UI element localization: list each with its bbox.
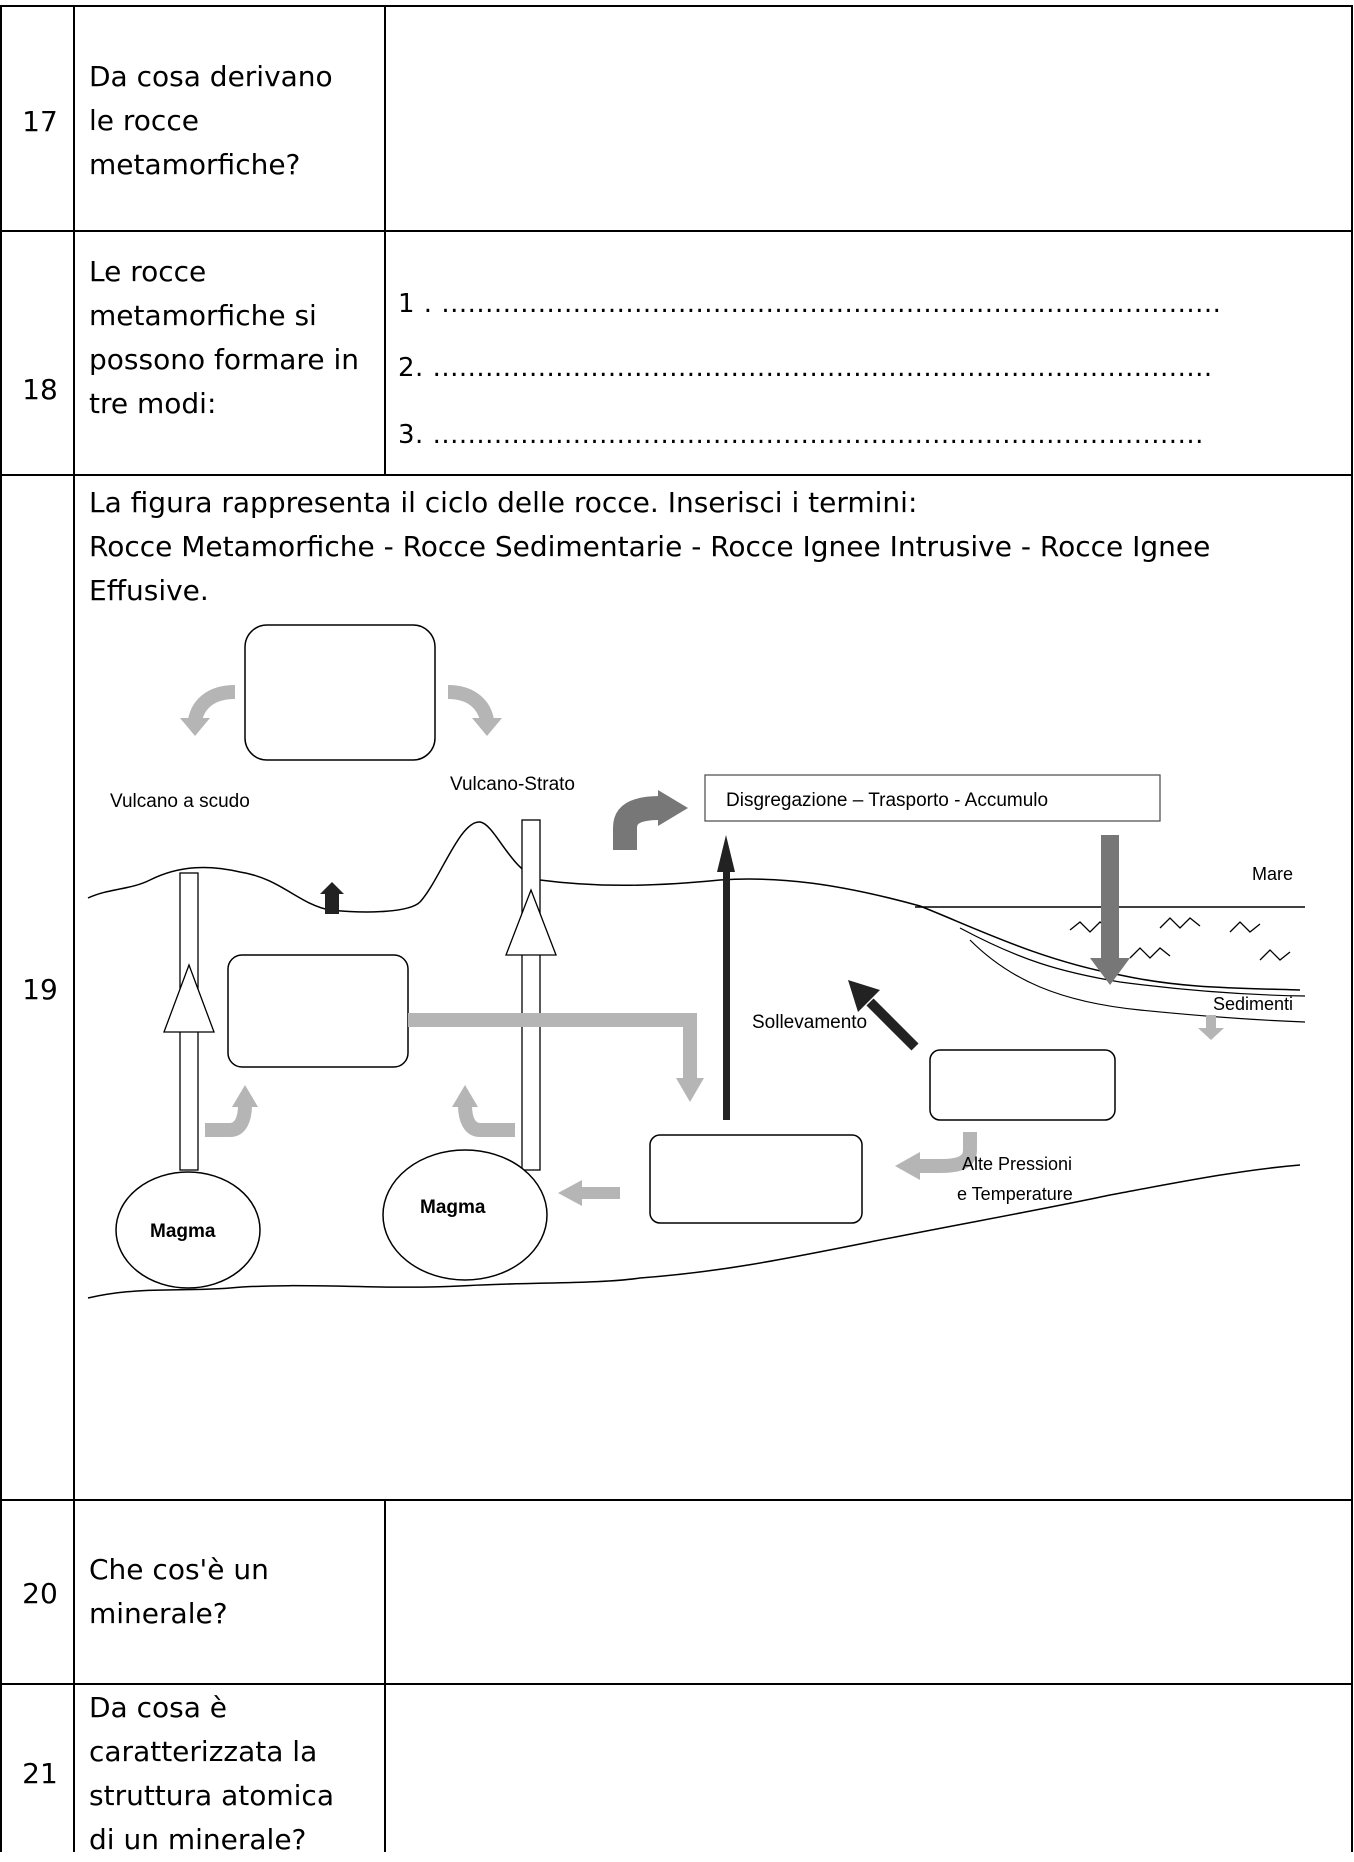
table-border-top bbox=[0, 5, 1353, 7]
black-arrow-diagonal bbox=[848, 980, 880, 1012]
gray-arrow-left bbox=[188, 685, 236, 722]
rock-cycle-diagram: Vulcano a scudo Vulcano-Strato Disgregaz… bbox=[87, 624, 1306, 1299]
table-border-right bbox=[1351, 5, 1353, 1852]
magma-chamber-left bbox=[115, 1171, 261, 1289]
label-process: Disgregazione – Trasporto - Accumulo bbox=[726, 790, 1048, 811]
gray-arrow-left-magma bbox=[558, 1180, 582, 1206]
row-number-20: 20 bbox=[22, 1577, 58, 1610]
question-20: Che cos'è un minerale? bbox=[89, 1553, 269, 1630]
instruction-line-1: La figura rappresenta il ciclo delle roc… bbox=[89, 486, 918, 519]
table-border-left bbox=[0, 5, 2, 1852]
gray-arrow-process bbox=[613, 796, 661, 850]
sediment-line-upper bbox=[959, 927, 1306, 997]
deep-crust-line bbox=[87, 1164, 1301, 1299]
hollow-arrow-up-left bbox=[163, 963, 215, 1033]
question-18: Le rocce metamorfiche si possono formare… bbox=[89, 255, 359, 420]
black-arrow-small bbox=[320, 882, 344, 894]
row-number-17: 17 bbox=[22, 105, 58, 138]
gray-arrow-right bbox=[447, 685, 494, 722]
answer-line-3[interactable]: 3. .....................................… bbox=[398, 420, 1204, 450]
label-alte-pressioni: Alte Pressioni bbox=[962, 1154, 1072, 1174]
answer-box-effusive bbox=[244, 624, 436, 761]
label-magma-right: Magma bbox=[420, 1197, 486, 1218]
answer-box-metamorphic bbox=[649, 1134, 863, 1224]
answer-line-2[interactable]: 2. .....................................… bbox=[398, 353, 1213, 383]
number-column-divider bbox=[73, 5, 75, 1852]
gray-arrow-curve-left bbox=[205, 1104, 252, 1137]
row-number-18: 18 bbox=[22, 373, 58, 406]
row-number-19: 19 bbox=[22, 973, 58, 1006]
answer-box-intrusive bbox=[227, 954, 409, 1068]
hollow-arrow-up-center bbox=[505, 888, 557, 956]
answer-line-1[interactable]: 1 . ....................................… bbox=[398, 289, 1222, 319]
label-vulcano-scudo: Vulcano a scudo bbox=[110, 791, 250, 812]
question-column-divider-top bbox=[384, 5, 386, 475]
question-21: Da cosa è caratterizzata la struttura at… bbox=[89, 1691, 334, 1856]
instruction-line-2: Rocce Metamorfiche - Rocce Sedimentarie … bbox=[89, 530, 1211, 607]
gray-arrow-down-sediments bbox=[1198, 1028, 1224, 1040]
label-mare: Mare bbox=[1252, 864, 1293, 884]
gray-arrow-down-sea bbox=[1090, 958, 1130, 985]
black-arrow-uplift bbox=[717, 835, 735, 872]
label-sollevamento: Sollevamento bbox=[752, 1012, 867, 1033]
conduit-strato bbox=[521, 819, 541, 1171]
row-separator bbox=[0, 1683, 1353, 1685]
row-separator bbox=[0, 230, 1353, 232]
sediment-line-lower bbox=[969, 939, 1306, 1023]
gray-arrow-curve-right bbox=[458, 1104, 515, 1137]
row-separator bbox=[0, 474, 1353, 476]
label-magma-left: Magma bbox=[150, 1221, 216, 1242]
gray-arrow-pressure bbox=[918, 1132, 977, 1173]
row-number-21: 21 bbox=[22, 1757, 58, 1790]
process-box bbox=[704, 774, 1161, 822]
magma-chamber-right bbox=[382, 1149, 548, 1281]
label-sedimenti: Sedimenti bbox=[1213, 994, 1293, 1014]
label-temperature: e Temperature bbox=[957, 1184, 1073, 1204]
answer-box-sedimentary bbox=[929, 1049, 1116, 1121]
label-vulcano-strato: Vulcano-Strato bbox=[450, 774, 575, 795]
row-separator bbox=[0, 1499, 1353, 1501]
question-17: Da cosa derivano le rocce metamorfiche? bbox=[89, 60, 333, 181]
wave-marks bbox=[1069, 917, 1291, 961]
gray-arrow-path-metamorphic bbox=[408, 1013, 697, 1080]
ground-surface bbox=[87, 821, 1301, 991]
question-column-divider-bottom bbox=[384, 1500, 386, 1852]
